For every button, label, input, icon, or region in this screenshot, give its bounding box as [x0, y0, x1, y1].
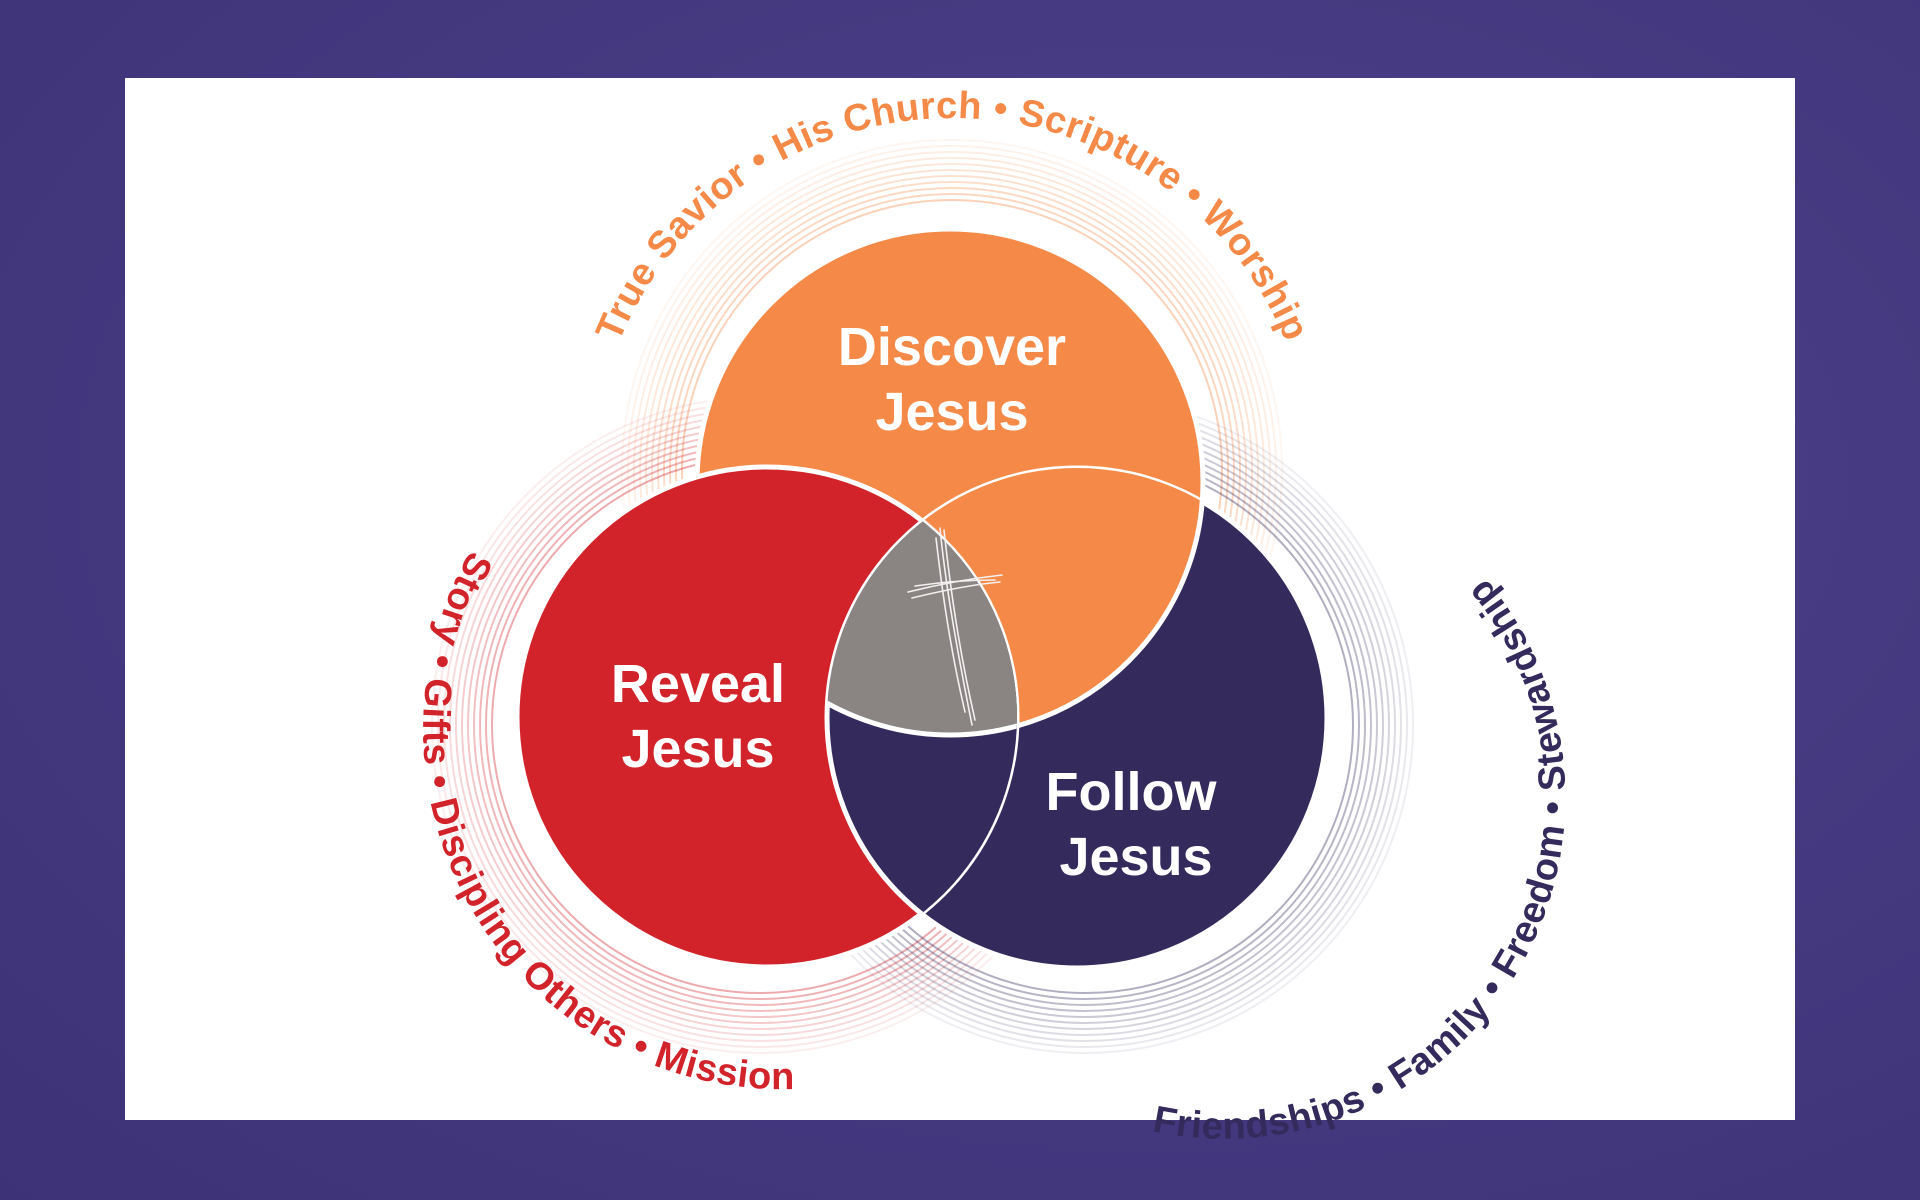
reveal-label-line2: Jesus	[621, 719, 774, 779]
discover-label-line2: Jesus	[875, 382, 1028, 442]
reveal-label-line1: Reveal	[611, 654, 785, 714]
cross-icon	[907, 527, 1003, 726]
follow-label-line2: Jesus	[1059, 827, 1212, 887]
discover-label-line1: Discover	[838, 317, 1066, 377]
follow-label-line1: Follow	[1046, 762, 1218, 822]
